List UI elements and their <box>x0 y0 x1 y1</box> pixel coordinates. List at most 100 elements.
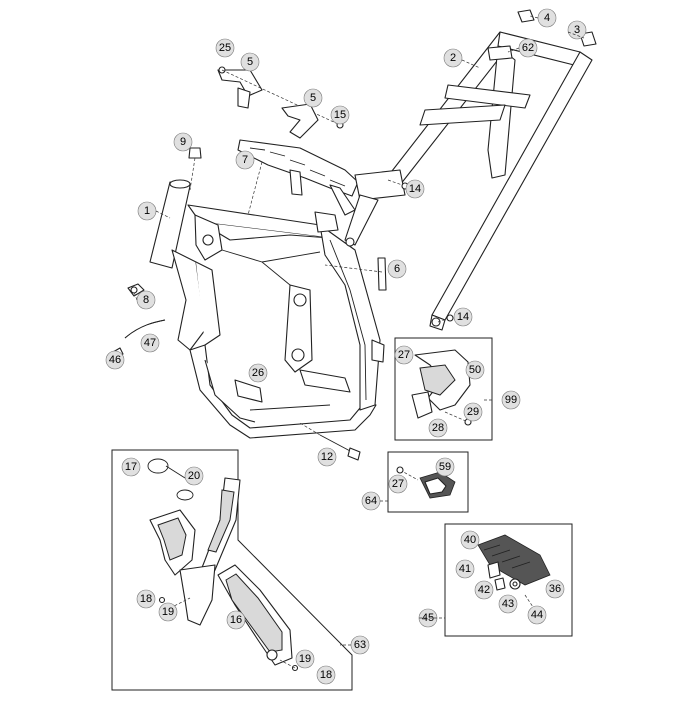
callout-27a: 27 <box>394 345 414 365</box>
svg-text:27: 27 <box>392 478 404 490</box>
callout-40: 40 <box>460 530 480 550</box>
svg-text:47: 47 <box>144 337 156 349</box>
callout-12: 12 <box>317 447 337 467</box>
svg-text:59: 59 <box>439 461 451 473</box>
callout-5a: 5 <box>240 52 260 72</box>
callout-62: 62 <box>518 38 538 58</box>
svg-text:28: 28 <box>432 422 444 434</box>
svg-text:26: 26 <box>252 367 264 379</box>
svg-text:41: 41 <box>459 563 471 575</box>
svg-text:5: 5 <box>310 92 316 104</box>
svg-text:4: 4 <box>544 12 550 24</box>
svg-text:29: 29 <box>467 406 479 418</box>
callout-27b: 27 <box>388 474 408 494</box>
main-frame <box>149 179 385 439</box>
svg-text:64: 64 <box>365 495 377 507</box>
callout-19a: 19 <box>158 602 178 622</box>
svg-text:27: 27 <box>398 349 410 361</box>
callout-63: 63 <box>350 635 370 655</box>
callout-8: 8 <box>136 290 156 310</box>
assembly-box-64 <box>387 451 469 513</box>
callout-41: 41 <box>455 559 475 579</box>
callout-25: 25 <box>215 38 235 58</box>
svg-text:14: 14 <box>409 183 421 195</box>
steering-cap <box>188 147 202 191</box>
callout-7: 7 <box>235 150 255 170</box>
seat-brackets <box>217 66 344 139</box>
assembly-box-45 <box>444 523 573 637</box>
callout-18b: 18 <box>316 665 336 685</box>
callout-59: 59 <box>435 457 455 477</box>
callout-18a: 18 <box>136 589 156 609</box>
callout-43: 43 <box>498 594 518 614</box>
svg-text:45: 45 <box>422 612 434 624</box>
callout-14b: 14 <box>453 307 473 327</box>
callout-64: 64 <box>361 491 381 511</box>
svg-text:19: 19 <box>162 606 174 618</box>
callout-29: 29 <box>463 402 483 422</box>
svg-text:18: 18 <box>140 593 152 605</box>
svg-text:46: 46 <box>109 354 121 366</box>
svg-text:50: 50 <box>469 364 481 376</box>
svg-text:63: 63 <box>354 639 366 651</box>
svg-text:40: 40 <box>464 534 476 546</box>
callout-36: 36 <box>545 579 565 599</box>
callout-5b: 5 <box>303 88 323 108</box>
callouts: 1 2 3 4 5 5 6 7 8 9 12 14 14 15 16 17 18… <box>105 8 587 685</box>
leader-lines <box>133 15 585 646</box>
callout-17: 17 <box>121 457 141 477</box>
svg-text:44: 44 <box>531 609 543 621</box>
svg-text:25: 25 <box>219 42 231 54</box>
callout-15: 15 <box>330 105 350 125</box>
callout-4: 4 <box>537 8 557 28</box>
svg-text:6: 6 <box>394 263 400 275</box>
svg-text:2: 2 <box>450 52 456 64</box>
callout-42: 42 <box>474 580 494 600</box>
seat-plate <box>237 139 359 216</box>
callout-46: 46 <box>105 350 125 370</box>
svg-text:8: 8 <box>143 294 149 306</box>
callout-50: 50 <box>465 360 485 380</box>
svg-text:20: 20 <box>188 470 200 482</box>
callout-44: 44 <box>527 605 547 625</box>
subframe <box>344 31 593 331</box>
svg-text:7: 7 <box>242 154 248 166</box>
subframe-bolts <box>387 179 454 323</box>
svg-text:42: 42 <box>478 584 490 596</box>
callout-16: 16 <box>226 610 246 630</box>
callout-99: 99 <box>501 390 521 410</box>
svg-text:1: 1 <box>144 205 150 217</box>
callout-14a: 14 <box>405 179 425 199</box>
callout-2: 2 <box>443 48 463 68</box>
svg-text:3: 3 <box>574 24 580 36</box>
callout-19b: 19 <box>295 649 315 669</box>
svg-text:62: 62 <box>522 42 534 54</box>
svg-text:12: 12 <box>321 451 333 463</box>
svg-text:36: 36 <box>549 583 561 595</box>
long-bolt <box>299 422 361 461</box>
callout-6: 6 <box>387 259 407 279</box>
strap-part <box>324 257 387 291</box>
callout-45: 45 <box>418 608 438 628</box>
svg-text:9: 9 <box>180 136 186 148</box>
svg-text:43: 43 <box>502 598 514 610</box>
svg-text:19: 19 <box>299 653 311 665</box>
callout-47: 47 <box>140 333 160 353</box>
callout-20: 20 <box>184 466 204 486</box>
svg-text:14: 14 <box>457 311 469 323</box>
callout-1: 1 <box>137 201 157 221</box>
callout-3: 3 <box>567 20 587 40</box>
assembly-box-63 <box>111 449 353 691</box>
svg-text:5: 5 <box>247 56 253 68</box>
callout-28: 28 <box>428 418 448 438</box>
svg-text:15: 15 <box>334 109 346 121</box>
svg-text:16: 16 <box>230 614 242 626</box>
assembly-box-99 <box>394 337 493 441</box>
small-parts-left <box>112 283 166 359</box>
svg-text:18: 18 <box>320 669 332 681</box>
svg-text:17: 17 <box>125 461 137 473</box>
callout-26: 26 <box>248 363 268 383</box>
callout-9: 9 <box>173 132 193 152</box>
